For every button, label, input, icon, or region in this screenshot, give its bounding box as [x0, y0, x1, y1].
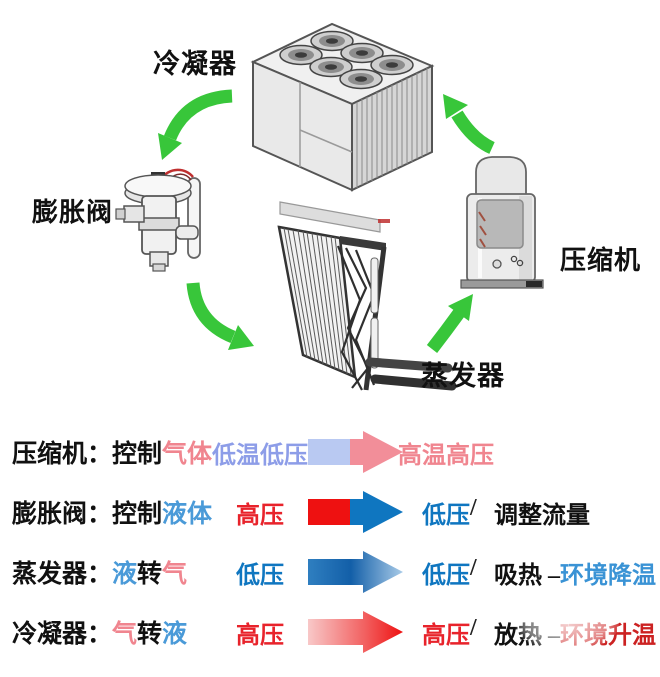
desc-part: 液	[112, 561, 138, 588]
table-row-compressor: 压缩机：控制气体 低温低压 高温高压	[0, 430, 660, 476]
pressure-arrow-icon	[308, 491, 403, 533]
desc-part: 气	[162, 561, 188, 588]
component-name: 蒸发器：	[12, 561, 113, 588]
pressure-state-to: 高温高压	[398, 443, 494, 469]
row-label: 膨胀阀：控制液体	[12, 494, 212, 530]
component-name: 膨胀阀：	[12, 501, 113, 528]
component-name: 冷凝器：	[12, 621, 113, 648]
row-note: 吸热 –环境降温	[494, 563, 656, 589]
condenser-fans	[279, 30, 414, 90]
compressor-illustration	[460, 156, 544, 289]
pressure-state-to: 高压	[422, 623, 470, 649]
row-label: 冷凝器：气转液	[12, 614, 187, 650]
red-mark	[378, 219, 390, 223]
pressure-arrow-icon	[308, 611, 403, 653]
component-name: 压缩机：	[12, 441, 113, 468]
table-row-evaporator: 蒸发器：液转气 低压 低压 / 吸热 –环境降温	[0, 550, 660, 596]
pressure-state-to: 低压	[422, 503, 470, 529]
cycle-arrow-expansion-valve-to-evaporator	[186, 282, 254, 350]
table-row-condenser: 冷凝器：气转液 高压 高压 / 放热 –环境升温	[0, 610, 660, 656]
expansion-valve-label: 膨胀阀	[32, 198, 114, 227]
row-label: 压缩机：控制气体	[12, 434, 212, 470]
desc-part: 气	[112, 621, 138, 648]
row-note: 调整流量	[494, 503, 590, 529]
compressor-label: 压缩机	[560, 246, 642, 275]
pressure-arrow-icon	[308, 431, 403, 473]
desc-part: 控制	[112, 501, 163, 528]
evaporator-label: 蒸发器	[421, 361, 505, 391]
condenser-illustration	[250, 22, 435, 192]
cycle-arrow-compressor-to-condenser	[443, 94, 495, 154]
table-row-expansion-valve: 膨胀阀：控制液体 高压 低压 / 调整流量	[0, 490, 660, 536]
slash-separator: /	[470, 615, 477, 641]
desc-part: 转	[137, 621, 163, 648]
pressure-state-to: 低压	[422, 563, 470, 589]
condenser-label: 冷凝器	[153, 49, 237, 79]
desc-part: 控制	[112, 441, 163, 468]
evaporator-illustration	[277, 201, 457, 391]
row-note: 放热 –环境升温	[494, 623, 656, 649]
expansion-valve-illustration	[115, 168, 201, 272]
cycle-diagram	[115, 22, 544, 391]
desc-part: 液	[162, 621, 188, 648]
row-label: 蒸发器：液转气	[12, 554, 187, 590]
pressure-state-from: 低压	[236, 563, 284, 589]
slash-separator: /	[470, 495, 477, 521]
pressure-state-from: 高压	[236, 503, 284, 529]
desc-part: 液体	[162, 501, 213, 528]
cycle-arrow-evaporator-to-compressor	[426, 294, 473, 353]
pressure-arrow-icon	[308, 551, 403, 593]
slash-separator: /	[470, 555, 477, 581]
cycle-arrow-condenser-to-expansion-valve	[158, 89, 233, 160]
pressure-state-from: 高压	[236, 623, 284, 649]
desc-part: 转	[137, 561, 163, 588]
cycle-arrows	[158, 89, 495, 353]
desc-part: 气体	[162, 441, 213, 468]
pressure-state-from: 低温低压	[212, 443, 308, 469]
